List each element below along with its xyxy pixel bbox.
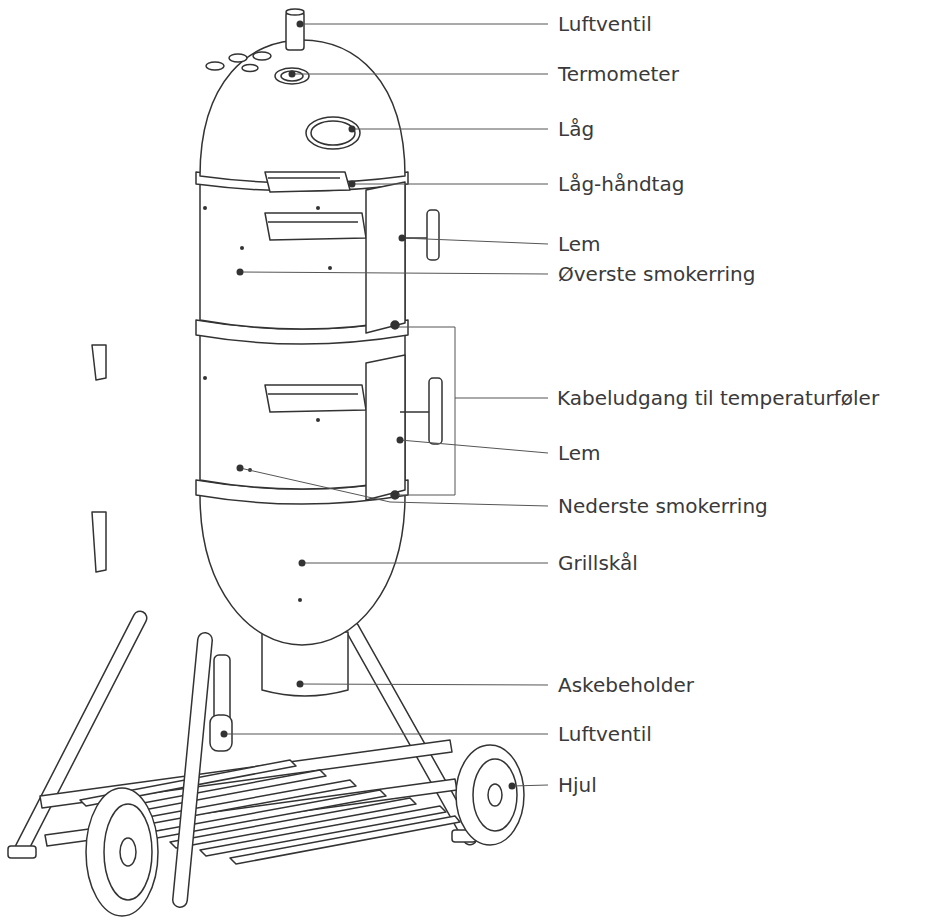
part-label: Termometer: [558, 62, 679, 86]
part-label: Låg: [558, 117, 594, 141]
part-label: Hjul: [558, 773, 597, 797]
part-label: Luftventil: [558, 722, 652, 746]
leader-dots: [221, 21, 516, 790]
legs: [8, 618, 476, 858]
part-label: Luftventil: [558, 12, 652, 36]
part-label: Kabeludgang til temperaturføler: [557, 386, 879, 410]
part-label: Nederste smokerring: [558, 494, 768, 518]
part-label: Lem: [558, 232, 601, 256]
grill-bowl: [200, 495, 405, 645]
leader-lines: [224, 24, 548, 786]
part-label: Grillskål: [558, 551, 638, 575]
part-label: Øverste smokerring: [558, 262, 755, 286]
lid: [200, 40, 405, 183]
wheels: [86, 745, 524, 916]
part-label: Låg-håndtag: [558, 172, 684, 196]
door: [366, 355, 405, 500]
part-label: Lem: [558, 441, 601, 465]
door: [366, 182, 405, 333]
part-label: Askebeholder: [558, 673, 694, 697]
